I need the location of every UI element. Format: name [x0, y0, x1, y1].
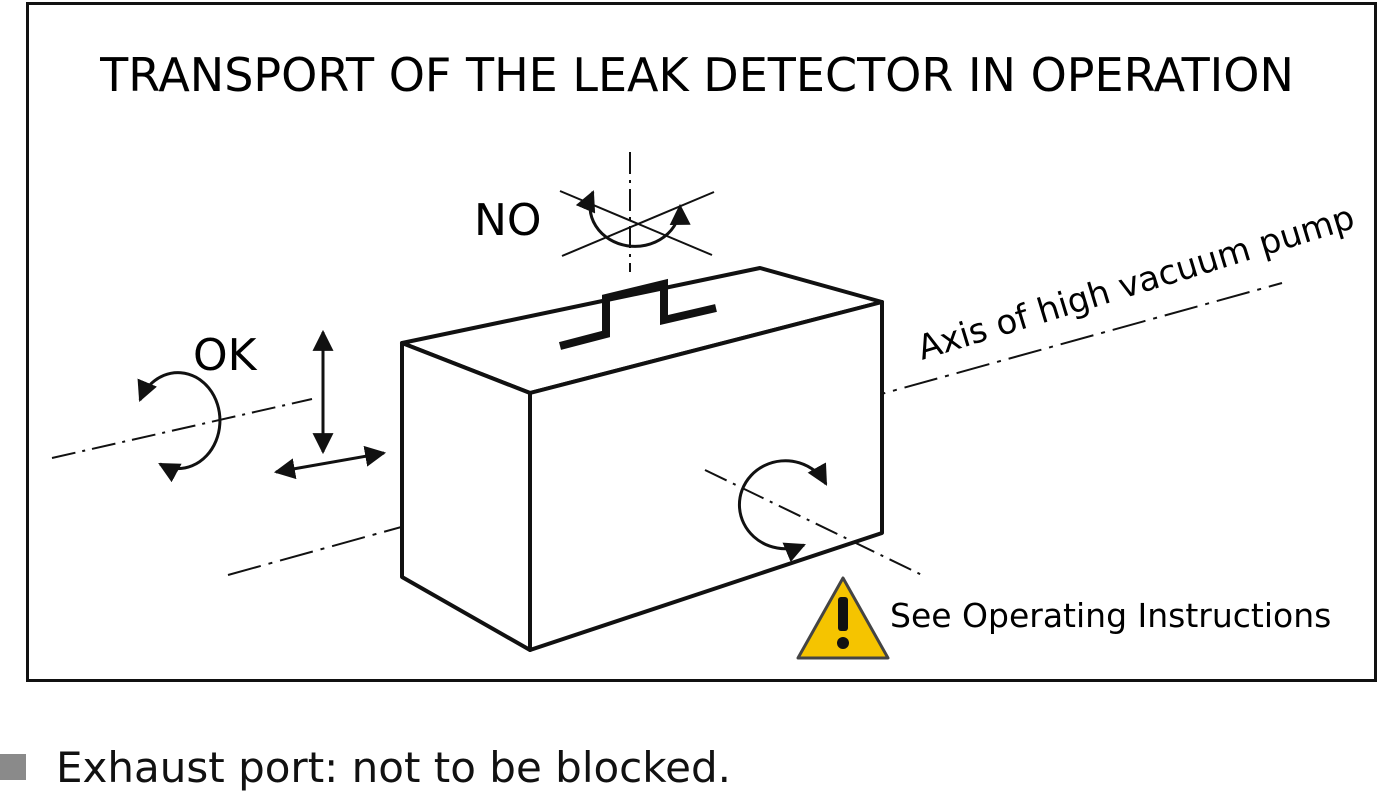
horizontal-move-arrow-icon	[273, 445, 387, 480]
no-rotation-arrow-icon	[575, 190, 691, 248]
bullet-square-icon	[0, 754, 26, 780]
pump-axis-rotation-arrow-icon	[737, 459, 828, 562]
exhaust-port-note: Exhaust port: not to be blocked.	[56, 743, 731, 792]
diagram-title: TRANSPORT OF THE LEAK DETECTOR IN OPERAT…	[99, 48, 1294, 102]
cross-out-line-1	[559, 190, 713, 256]
no-label: NO	[474, 195, 542, 246]
warning-text: See Operating Instructions	[890, 596, 1331, 635]
diagram-frame	[26, 2, 1377, 682]
handle-icon	[558, 278, 717, 350]
cross-out-line-2	[561, 191, 715, 257]
ok-label: OK	[193, 330, 258, 381]
warning-triangle-icon	[796, 576, 890, 660]
ok-rotation-arrow-icon	[137, 371, 222, 483]
leak-detector-box	[400, 266, 884, 652]
axis-label: Axis of high vacuum pump	[913, 198, 1359, 369]
